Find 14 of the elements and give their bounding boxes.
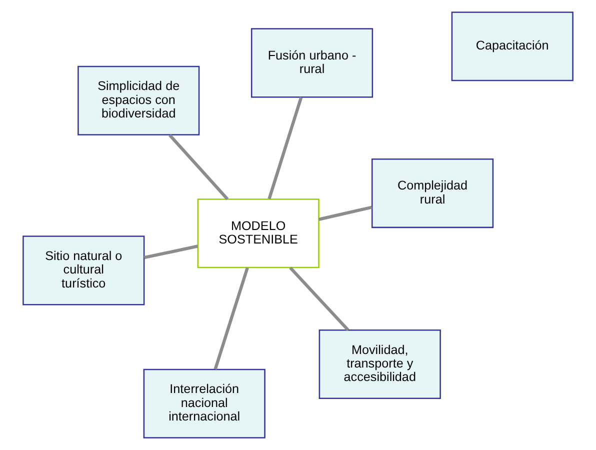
connector [268, 96, 303, 200]
node-box: Fusión urbano - rural [250, 28, 374, 98]
node-box: Capacitación [451, 12, 574, 82]
connector [289, 266, 350, 332]
node-box: Interrelación nacional internacional [143, 368, 266, 438]
node-box: Simplicidad de espacios con biodiversidad [78, 66, 200, 136]
node-box: MODELO SOSTENIBLE [197, 198, 320, 268]
connector [214, 267, 249, 370]
connector [144, 244, 198, 260]
node-box: Complejidad rural [371, 158, 494, 228]
node-box: Movilidad, transporte y accesibilidad [318, 329, 441, 399]
node-box: Sitio natural o cultural turístico [22, 236, 145, 306]
connector [318, 206, 372, 221]
connector [168, 134, 229, 200]
